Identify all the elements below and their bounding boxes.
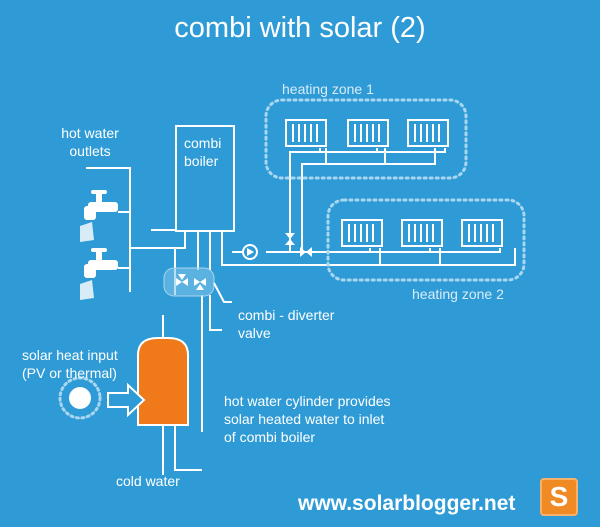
label-line: valve <box>238 325 271 341</box>
pump-icon <box>242 244 258 260</box>
diverter-valve-icon <box>176 274 206 290</box>
label-line: boiler <box>184 153 219 169</box>
label-line: of combi boiler <box>224 429 316 445</box>
boiler-drop-pipe-2 <box>209 231 222 331</box>
label-line: hot water cylinder provides <box>224 393 391 409</box>
website-url: www.solarblogger.net <box>298 492 516 515</box>
solarblogger-logo: S <box>540 478 578 516</box>
label-line: outlets <box>69 143 111 159</box>
label-line: solar heated water to inlet <box>224 411 385 427</box>
diagram-title: combi with solar (2) <box>174 12 426 44</box>
combi-boiler-label: combi boiler <box>184 134 221 170</box>
heating-zone-1-label: heating zone 1 <box>282 81 374 97</box>
zone1-return <box>301 148 436 252</box>
cylinder-note-label: hot water cylinder provides solar heated… <box>224 392 391 446</box>
label-line: combi <box>184 135 222 151</box>
zone2-pipes <box>345 248 516 266</box>
radiator-icon <box>341 219 383 247</box>
tap-icon <box>80 248 118 300</box>
radiator-icon <box>461 219 503 247</box>
solar-heat-input-label: solar heat input (PV or thermal) <box>22 346 118 382</box>
heating-zone-2-outline <box>326 198 526 282</box>
zone1-drop-a <box>319 148 386 164</box>
label-line: solar heat input <box>22 347 118 363</box>
hot-water-outlets-label: hot water outlets <box>48 124 132 160</box>
radiator-icon <box>347 119 389 147</box>
zone1-flow <box>289 148 446 252</box>
label-line: combi - diverter <box>238 307 335 323</box>
heating-zone-2-label: heating zone 2 <box>412 286 504 302</box>
boiler-right-pipe <box>221 231 345 266</box>
diverter-valve-label: combi - diverter valve <box>238 306 334 342</box>
combi-boiler-box <box>175 125 235 232</box>
cold-water-label: cold water <box>116 473 180 489</box>
radiator-icon <box>407 119 449 147</box>
heating-zone-1-outline <box>264 98 468 180</box>
arrow-icon <box>107 382 146 418</box>
diverter-leader <box>213 282 232 303</box>
sun-icon <box>58 376 102 420</box>
radiator-icon <box>285 119 327 147</box>
outlets-leader <box>86 167 131 292</box>
hot-water-cylinder <box>137 337 189 426</box>
radiator-icon <box>401 219 443 247</box>
valve-icon <box>285 233 312 257</box>
label-line: (PV or thermal) <box>22 365 117 381</box>
hot-water-pipe <box>130 230 186 249</box>
diverter-valve-housing <box>163 267 215 297</box>
tap-icon <box>80 190 118 242</box>
label-line: hot water <box>61 125 119 141</box>
